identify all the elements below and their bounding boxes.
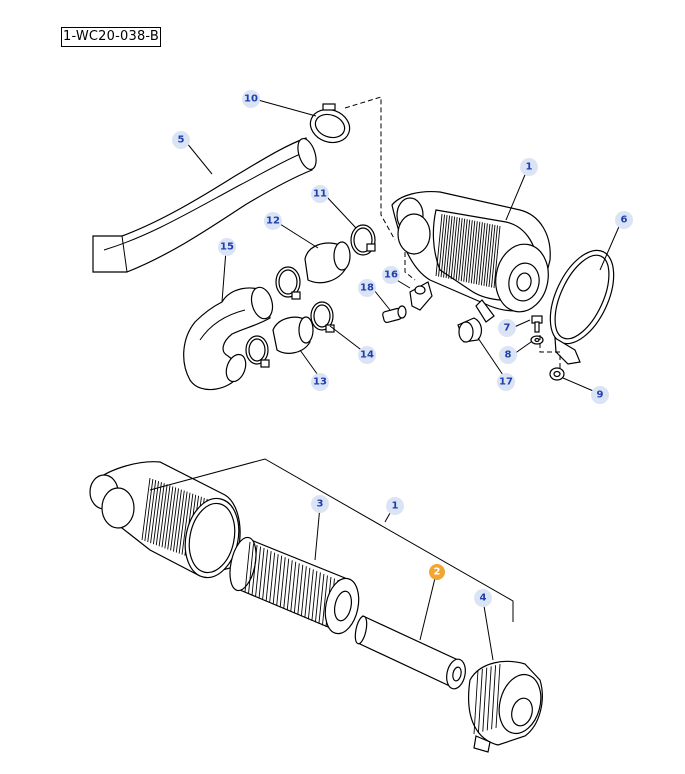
callout-label: 13: [313, 377, 327, 388]
callout-14[interactable]: 14: [358, 346, 376, 364]
callout-bubble: [264, 212, 282, 230]
callout-bubble: [498, 319, 516, 337]
callout-6[interactable]: 6: [615, 211, 633, 229]
callout-8[interactable]: 8: [499, 346, 517, 364]
callout-label: 17: [499, 377, 513, 388]
callout-label: 5: [178, 135, 185, 146]
safety-filter-element-part: [354, 615, 466, 690]
intake-duct-part: [92, 137, 317, 273]
assembly-guide-line: [344, 96, 396, 241]
leader-lines: [185, 99, 622, 661]
elbow-hose-part: [183, 286, 274, 391]
callout-13[interactable]: 13: [311, 373, 329, 391]
callout-bubble: [311, 373, 329, 391]
callout-16[interactable]: 16: [382, 266, 400, 284]
callout-label: 6: [621, 215, 628, 226]
hose-clamp-14-part: [310, 301, 335, 333]
callout-label: 7: [504, 323, 511, 334]
nut-part: [549, 367, 565, 381]
callout-bubble: [382, 266, 400, 284]
callout-17[interactable]: 17: [497, 373, 515, 391]
callout-label: 15: [220, 242, 234, 253]
callout-bubble: [358, 279, 376, 297]
assembly-bracket-line: [149, 458, 514, 622]
bolt-part: [531, 315, 543, 333]
callout-1[interactable]: 1: [520, 158, 538, 176]
callout-bubble: [474, 589, 492, 607]
air-cleaner-assembly-top: [391, 190, 551, 323]
callout-label: 3: [317, 499, 324, 510]
callout-label: 11: [313, 189, 327, 200]
callout-5[interactable]: 5: [172, 131, 190, 149]
callout-1-2[interactable]: 1: [386, 497, 404, 515]
vacuator-valve-part: [457, 317, 483, 343]
air-cleaner-housing-part: [89, 461, 241, 579]
callout-label: 12: [266, 216, 280, 227]
callout-11[interactable]: 11: [311, 185, 329, 203]
hose-clamp-12a-part: [275, 266, 301, 300]
callout-label: 4: [480, 593, 487, 604]
callout-label: 9: [597, 390, 604, 401]
callout-bubble: [242, 90, 260, 108]
callout-bubble: [311, 495, 329, 513]
hose-sleeve-12-part: [304, 241, 351, 284]
hose-clamp-11-part: [350, 224, 376, 256]
callout-3[interactable]: 3: [311, 495, 329, 513]
hose-sleeve-13-part: [272, 316, 314, 354]
callout-bubble: [311, 185, 329, 203]
clamp-ring-part: [309, 103, 351, 144]
hose-clamp-13-part: [245, 335, 270, 368]
callout-label: 8: [505, 350, 512, 361]
diagram-title: 1-WC20-038-B: [61, 27, 161, 47]
callout-bubble: [386, 497, 404, 515]
callout-9[interactable]: 9: [591, 386, 609, 404]
callout-2[interactable]: 2: [429, 564, 445, 580]
bracket-part: [409, 281, 433, 311]
callout-10[interactable]: 10: [242, 90, 260, 108]
callout-label: 1: [526, 162, 533, 173]
callout-bubble: [358, 346, 376, 364]
callout-label: 14: [360, 350, 374, 361]
callout-18[interactable]: 18: [358, 279, 376, 297]
callout-bubble: [429, 564, 445, 580]
restriction-sensor-part: [382, 305, 407, 324]
callout-bubble: [218, 238, 236, 256]
callout-label: 18: [360, 283, 374, 294]
callout-label: 16: [384, 270, 398, 281]
mounting-band-part: [549, 249, 615, 365]
callout-bubble: [520, 158, 538, 176]
callout-4[interactable]: 4: [474, 589, 492, 607]
callout-bubble: [172, 131, 190, 149]
assembly-guide-line-2: [404, 252, 416, 281]
callout-12[interactable]: 12: [264, 212, 282, 230]
callout-label: 1: [392, 501, 399, 512]
callout-bubble: [615, 211, 633, 229]
end-cap-part: [468, 660, 543, 753]
callout-bubble: [497, 373, 515, 391]
callout-bubble: [499, 346, 517, 364]
callout-label: 10: [244, 94, 258, 105]
callout-label: 2: [434, 567, 441, 578]
primary-filter-element-part: [229, 536, 360, 635]
fastener-guide-line: [539, 335, 561, 368]
callout-bubble: [591, 386, 609, 404]
callout-7[interactable]: 7: [498, 319, 516, 337]
washer-part: [530, 335, 544, 345]
callout-15[interactable]: 15: [218, 238, 236, 256]
